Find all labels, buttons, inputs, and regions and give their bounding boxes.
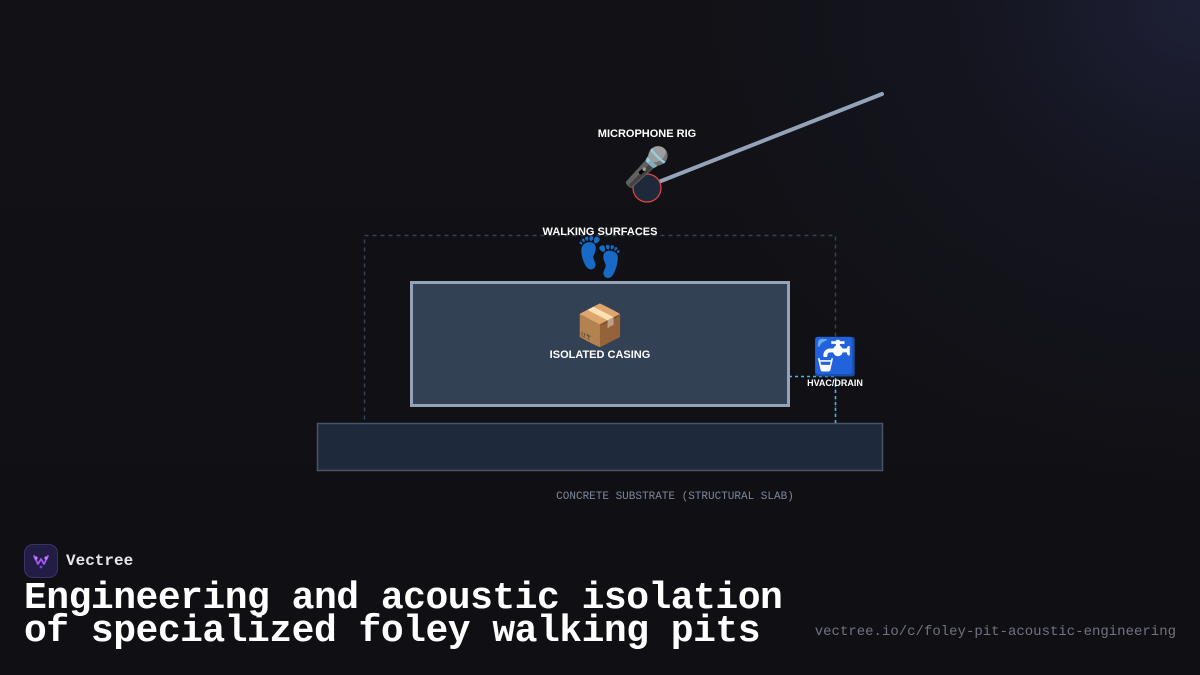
concrete-substrate-label: CONCRETE SUBSTRATE (STRUCTURAL SLAB) [556, 491, 794, 503]
vectree-logo-icon [24, 544, 58, 578]
page-title: Engineering and acoustic isolation of sp… [24, 580, 804, 651]
microphone-boom-arm [654, 92, 884, 185]
brand-name: Vectree [66, 552, 134, 570]
microphone-rig-label: MICROPHONE RIG [598, 128, 696, 140]
title-line-1: Engineering and acoustic isolation [24, 577, 783, 620]
title-line-2: of specialized foley walking pits [24, 610, 761, 653]
faucet-icon: 🚰 [813, 336, 858, 378]
isolated-casing-label: ISOLATED CASING [550, 349, 651, 361]
isolated-casing-box [410, 281, 790, 407]
microphone-capsule [632, 173, 662, 203]
concrete-substrate-slab [316, 422, 884, 472]
hvac-drain-label: HVAC/DRAIN [807, 378, 863, 388]
package-icon: 📦 [575, 302, 625, 349]
walking-surfaces-label: WALKING SURFACES [543, 226, 658, 238]
brand: Vectree [24, 544, 133, 578]
source-url: vectree.io/c/foley-pit-acoustic-engineer… [814, 624, 1176, 640]
microphone-icon: 🎤 [623, 144, 670, 189]
footprints-icon: 👣 [576, 234, 623, 280]
isolation-enclosure [363, 234, 837, 426]
